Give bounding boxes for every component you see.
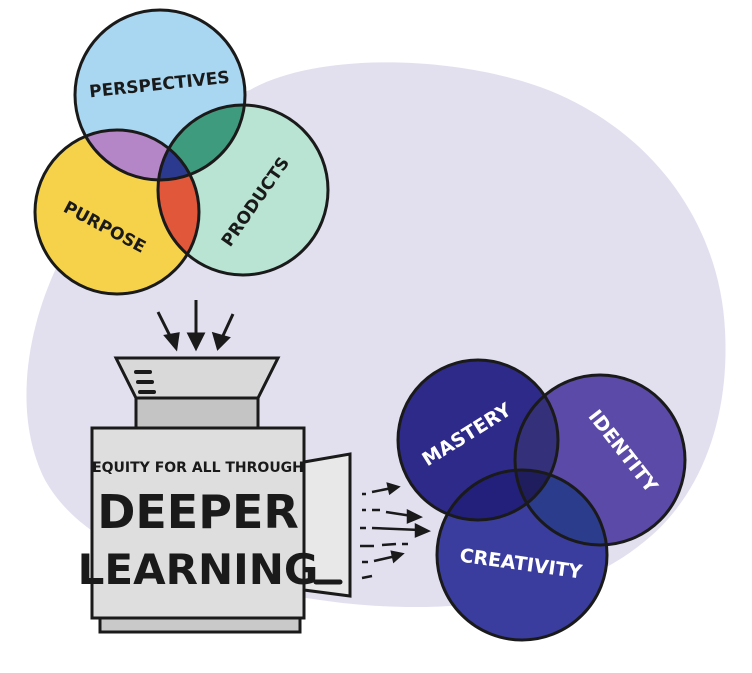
bottom-venn: MASTERY IDENTITY CREATIVITY	[396, 358, 687, 642]
machine-subtitle: EQUITY FOR ALL THROUGH	[92, 460, 304, 476]
machine-title-learning: LEARNING	[78, 545, 319, 594]
machine-neck	[134, 396, 260, 430]
output-arrows	[360, 482, 432, 580]
machine-title-deeper: DEEPER	[97, 485, 299, 539]
machine-body	[90, 426, 306, 620]
overlap-mastery-creativity	[437, 470, 558, 520]
deeper-learning-machine: EQUITY FOR ALL THROUGH DEEPER LEARNING	[78, 356, 352, 634]
machine-output-door	[302, 452, 352, 598]
machine-base	[98, 616, 302, 634]
top-venn: PERSPECTIVES PURPOSE PRODUCTS	[33, 8, 330, 296]
input-arrows	[156, 300, 235, 352]
overlap-identity-creativity	[515, 470, 607, 545]
overlap-perspectives-products	[158, 105, 245, 180]
